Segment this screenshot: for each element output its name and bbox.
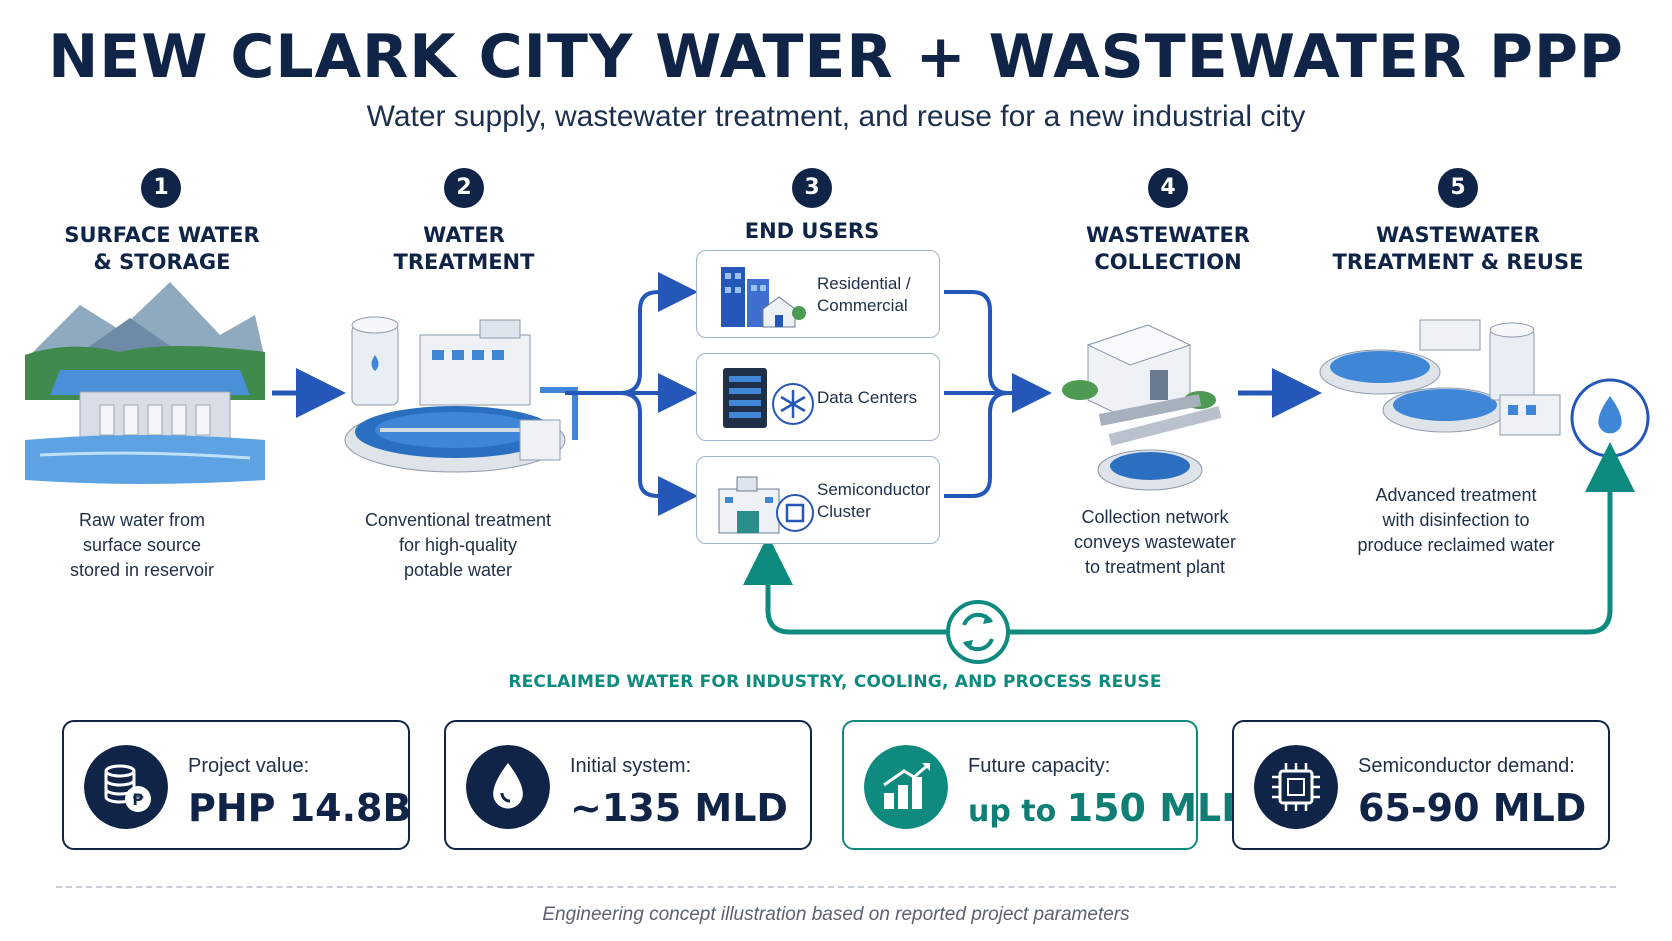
step-3-title: END USERS (744, 219, 880, 243)
growth-chart-icon (864, 745, 948, 829)
water-drop-icon (466, 745, 550, 829)
buildings-icon (721, 267, 806, 328)
step-2-number: 2 (444, 168, 484, 208)
recycle-icon (946, 600, 1010, 664)
microchip-icon (1254, 745, 1338, 829)
page-subtitle: Water supply, wastewater treatment, and … (366, 100, 1306, 133)
footnote: Engineering concept illustration based o… (542, 904, 1130, 925)
step-4-number: 4 (1148, 168, 1188, 208)
reuse-label: RECLAIMED WATER FOR INDUSTRY, COOLING, A… (508, 672, 1162, 692)
coins-peso-icon: ₱ (84, 745, 168, 829)
metric-initial-system: Initial system: ~135 MLD (444, 720, 812, 850)
step-5-number: 5 (1438, 168, 1478, 208)
metric-project-value: ₱ Project value: PHP 14.8B (62, 720, 411, 850)
page-title: NEW CLARK CITY WATER + WASTEWATER PPP (48, 22, 1624, 92)
metric-semiconductor-demand: Semiconductor demand: 65-90 MLD (1232, 720, 1610, 850)
factory-chip-icon (718, 476, 814, 534)
end-user-data-centers: Data Centers (696, 353, 940, 441)
server-rack-icon (723, 368, 814, 428)
wastewater-collection-icon (1062, 324, 1222, 491)
svg-text:₱: ₱ (132, 790, 144, 809)
step-3-number: 3 (792, 168, 832, 208)
reclaimed-water-drop-icon (1570, 378, 1650, 458)
wastewater-treatment-plant-icon (1319, 319, 1561, 436)
step-1-title: SURFACE WATER& STORAGE (64, 223, 260, 274)
metric-future-capacity: Future capacity: up to 150 MLD (842, 720, 1253, 850)
step-1-number: 1 (141, 168, 181, 208)
water-treatment-plant-icon (344, 316, 578, 473)
footer-divider (56, 886, 1616, 888)
reservoir-dam-icon (25, 282, 265, 484)
end-user-residential-commercial: Residential /Commercial (696, 250, 940, 338)
